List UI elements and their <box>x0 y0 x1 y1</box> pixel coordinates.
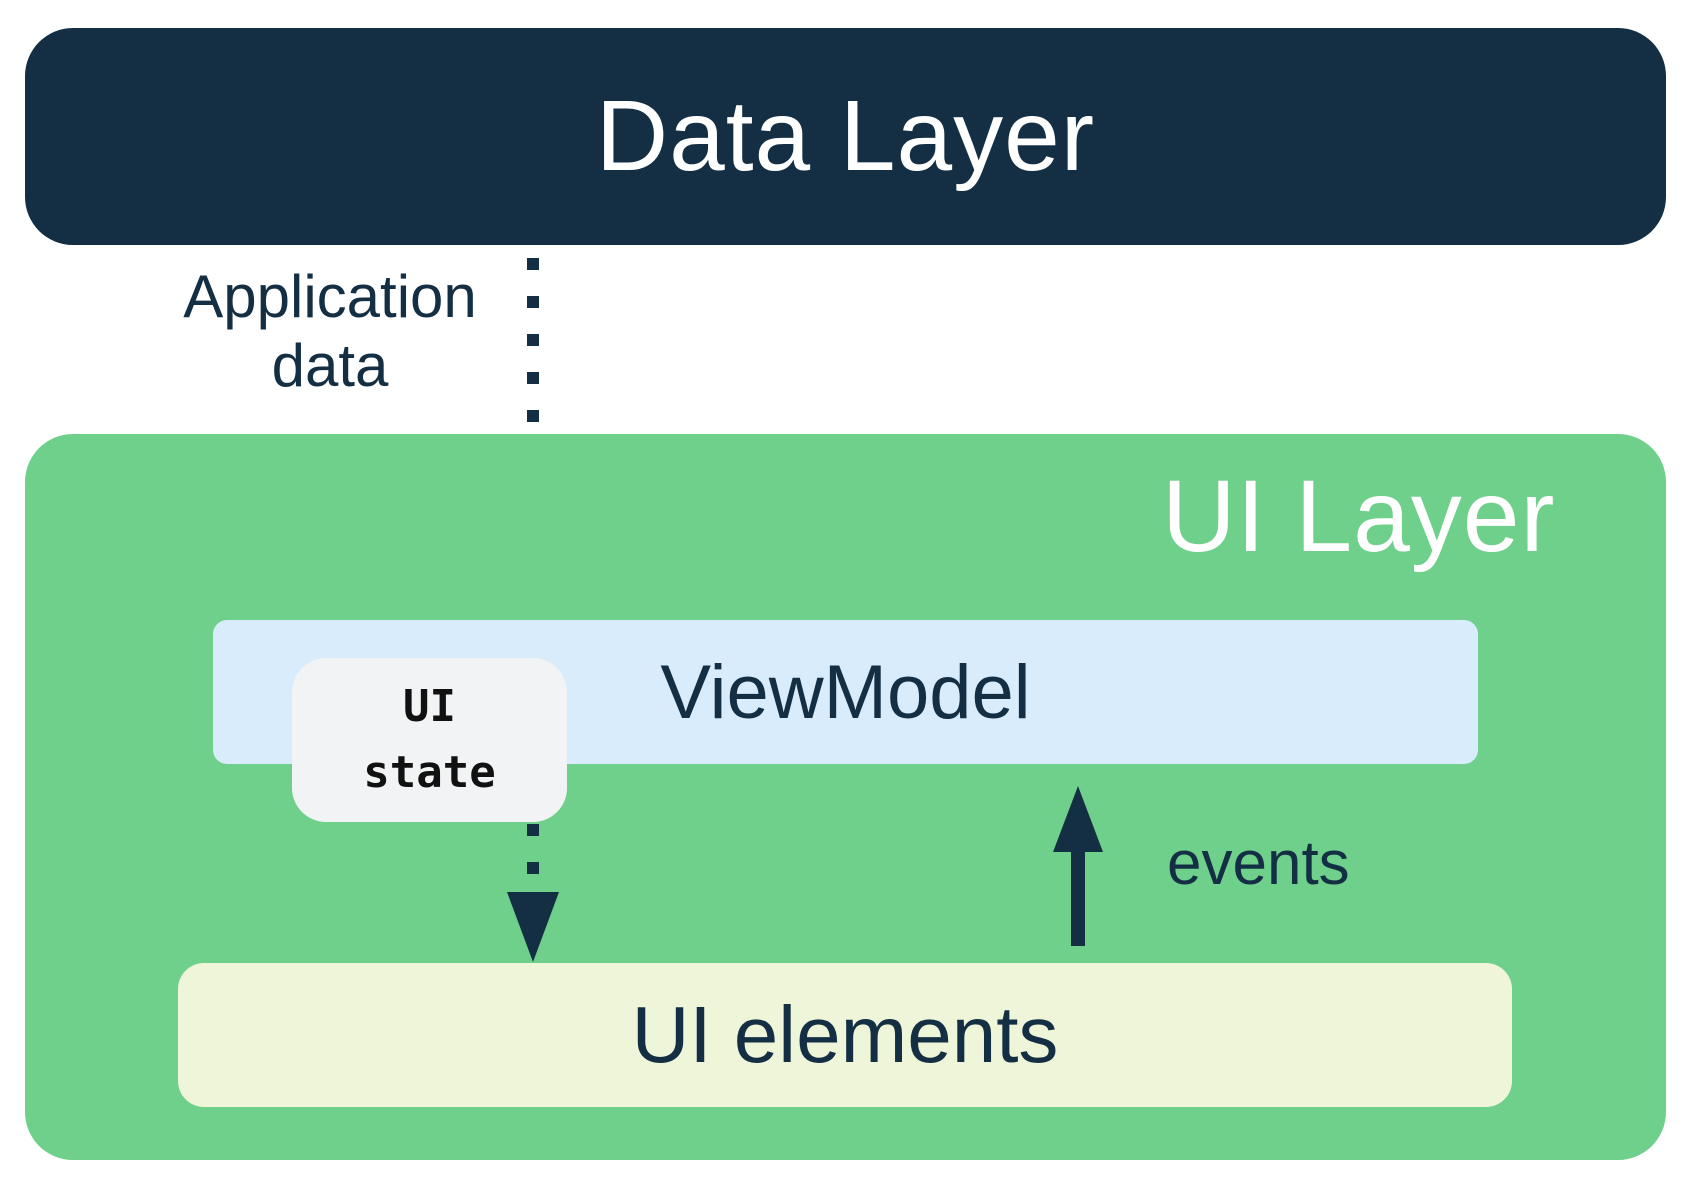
application-data-arrow-label: Application data <box>183 263 477 399</box>
ui-layer-title: UI Layer <box>1162 459 1556 573</box>
events-arrow-label: events <box>1167 829 1350 898</box>
viewmodel-title: ViewModel <box>660 649 1031 735</box>
ui-state-box: UI state <box>292 658 567 822</box>
ui-elements-title: UI elements <box>631 990 1059 1079</box>
events-arrow <box>1071 848 1085 946</box>
ui-elements-box: UI elements <box>178 963 1512 1107</box>
ui-state-title: UI state <box>363 681 496 798</box>
data-layer-title: Data Layer <box>595 80 1096 192</box>
data-layer-box: Data Layer <box>25 28 1666 245</box>
ui-state-dotted-arrow <box>527 824 539 888</box>
